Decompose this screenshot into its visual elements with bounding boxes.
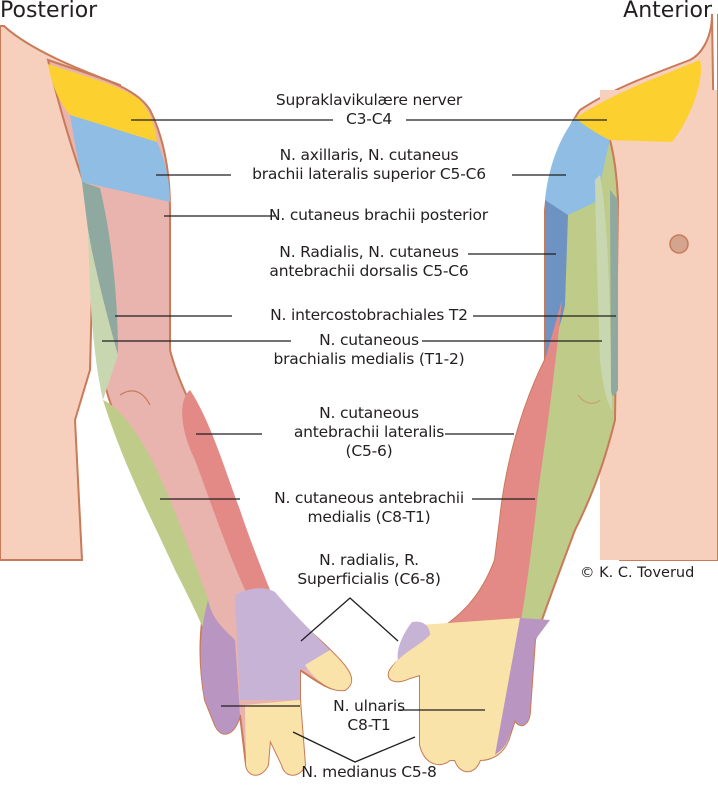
posterior-figure	[0, 25, 353, 776]
label-line: Superficialis (C6-8)	[297, 570, 441, 588]
label-line: (C5-6)	[345, 442, 393, 460]
label-line: N. cutaneous	[319, 331, 419, 349]
label-line: brachii lateralis superior C5-C6	[252, 165, 486, 183]
anterior-chest	[600, 90, 718, 560]
posterior-ulnar-zone	[200, 600, 240, 734]
anterior-medial-brachial-zone	[595, 175, 612, 410]
label-line: N. cutaneous antebrachii	[274, 489, 464, 507]
label-line: N. ulnaris	[333, 697, 405, 715]
label-line: N. cutaneous	[319, 404, 419, 422]
anterior-view-title: Anterior	[623, 0, 712, 23]
label-medial-brachial: N. cutaneous brachialis medialis (T1-2)	[219, 331, 519, 369]
copyright-notice: © K. C. Toverud	[580, 565, 695, 581]
posterior-intercostobrachial-zone	[82, 182, 118, 355]
elbow-crease	[577, 394, 601, 404]
anterior-radial-dorsal-zone	[545, 200, 568, 360]
label-posterior-brachial: N. cutaneus brachii posterior	[269, 206, 549, 225]
leader-radial-superficial	[300, 597, 399, 642]
anterior-intercostobrachial-zone	[610, 190, 618, 396]
label-intercostobrachial: N. intercostobrachiales T2	[219, 306, 519, 325]
anterior-radial-superficial-zone	[397, 621, 430, 660]
label-line: brachialis medialis (T1-2)	[273, 350, 465, 368]
label-lateral-antebrachial: N. cutaneous antebrachii lateralis (C5-6…	[219, 404, 519, 461]
label-line: N. radialis, R.	[319, 551, 419, 569]
anterior-ulnar-zone	[495, 618, 550, 755]
anterior-figure	[387, 13, 718, 773]
posterior-medial-brachial-zone	[88, 230, 118, 400]
label-radial-superficial: N. radialis, R. Superficialis (C6-8)	[219, 551, 519, 589]
posterior-median-zone	[245, 650, 352, 775]
posterior-lateral-antebrachial-zone	[182, 390, 270, 600]
posterior-medial-antebrachial-zone	[103, 400, 212, 640]
anterior-median-zone	[388, 618, 520, 772]
label-line: N. intercostobrachiales T2	[270, 306, 468, 324]
label-line: antebrachii dorsalis C5-C6	[269, 262, 469, 280]
label-line: C3-C4	[346, 110, 392, 128]
label-line: N. medianus C5-8	[301, 763, 437, 781]
label-line: medialis (C8-T1)	[307, 508, 431, 526]
label-axillary: N. axillaris, N. cutaneus brachii latera…	[219, 146, 519, 184]
posterior-view-title: Posterior	[0, 0, 98, 23]
label-median: N. medianus C5-8	[219, 763, 519, 782]
label-ulnar: N. ulnaris C8-T1	[269, 697, 469, 735]
anterior-axillary-zone	[545, 118, 610, 215]
label-line: antebrachii lateralis	[293, 423, 445, 441]
posterior-axillary-zone	[70, 115, 170, 202]
posterior-supraclavicular-zone	[48, 64, 157, 142]
label-supraclavicular: Supraklavikulære nerver C3-C4	[219, 91, 519, 129]
posterior-radial-superficial-zone	[235, 588, 335, 700]
leader-lines	[102, 119, 616, 763]
anterior-lateral-antebrachial-zone	[420, 300, 562, 640]
elbow-crease	[119, 390, 151, 406]
label-medial-antebrachial: N. cutaneous antebrachii medialis (C8-T1…	[219, 489, 519, 527]
label-line: N. Radialis, N. cutaneus	[279, 243, 459, 261]
anterior-supraclavicular-zone	[575, 60, 701, 142]
label-line: N. axillaris, N. cutaneus	[279, 146, 459, 164]
leader-median	[292, 731, 416, 763]
label-line: Supraklavikulære nerver	[275, 91, 463, 109]
label-radial-dorsal: N. Radialis, N. cutaneus antebrachii dor…	[219, 243, 519, 281]
label-line: C8-T1	[347, 716, 391, 734]
label-line: N. cutaneus brachii posterior	[269, 206, 488, 224]
nipple-icon	[669, 234, 689, 254]
